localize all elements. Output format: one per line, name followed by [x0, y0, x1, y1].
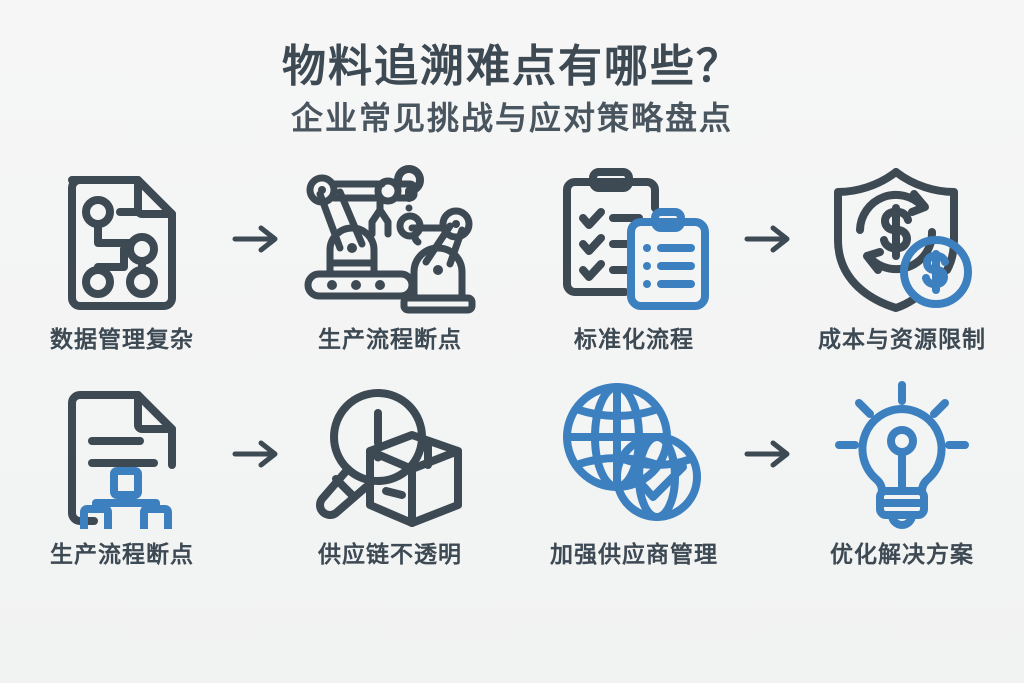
grid-cell-8[interactable]: 优化解决方案: [802, 379, 1002, 569]
grid-cell-2[interactable]: 生产流程断点: [290, 164, 490, 354]
robot-arms-question-icon: [300, 164, 480, 314]
clipboard-checklist-icon: [544, 164, 724, 314]
page-subtitle: 企业常见挑战与应对策略盘点: [290, 100, 733, 137]
arrow-right-2: [734, 164, 802, 314]
cell-label: 生产流程断点: [50, 540, 194, 567]
lightbulb-icon: [812, 379, 992, 529]
shield-dollar-icon: [812, 164, 992, 314]
document-network-icon: [32, 164, 212, 314]
cell-label: 成本与资源限制: [818, 325, 986, 352]
grid-cell-5[interactable]: 生产流程断点: [22, 379, 222, 569]
arrow-right-4: [734, 379, 802, 529]
grid-cell-6[interactable]: 供应链不透明: [290, 379, 490, 569]
row-2-spacer: [490, 379, 534, 529]
page-title: 物料追溯难点有哪些？: [282, 42, 742, 91]
grid-cell-7[interactable]: 加强供应商管理: [534, 379, 734, 569]
magnifier-box-alert-icon: [300, 379, 480, 529]
document-hierarchy-icon: [32, 379, 212, 529]
cell-label: 标准化流程: [574, 325, 694, 352]
cell-label: 供应链不透明: [318, 540, 462, 567]
header: 物料追溯难点有哪些？ 企业常见挑战与应对策略盘点: [0, 0, 1024, 138]
arrow-right-3: [222, 379, 290, 529]
grid-cell-3[interactable]: 标准化流程: [534, 164, 734, 354]
icon-grid: 数据管理复杂: [0, 164, 1024, 594]
cell-label: 数据管理复杂: [50, 325, 194, 352]
row-1-spacer: [490, 164, 534, 314]
arrow-right-1: [222, 164, 290, 314]
cell-label: 优化解决方案: [830, 540, 974, 567]
icon-row-2: 生产流程断点: [0, 379, 1024, 594]
grid-cell-1[interactable]: 数据管理复杂: [22, 164, 222, 354]
grid-cell-4[interactable]: 成本与资源限制: [802, 164, 1002, 354]
globe-check-icon: [544, 379, 724, 529]
cell-label: 生产流程断点: [318, 325, 462, 352]
icon-row-1: 数据管理复杂: [0, 164, 1024, 379]
cell-label: 加强供应商管理: [550, 540, 718, 567]
